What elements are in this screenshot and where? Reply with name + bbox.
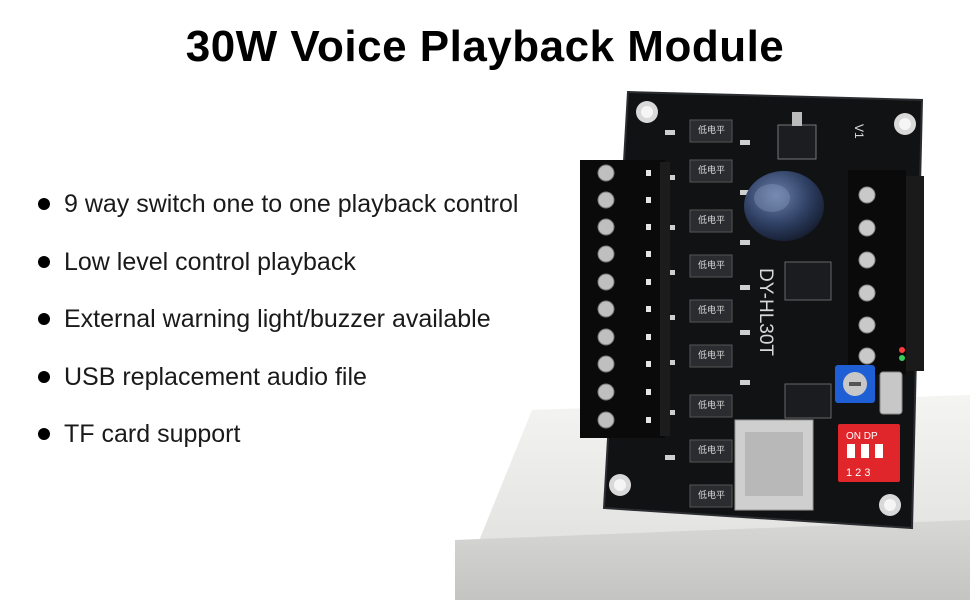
feature-item: Low level control playback — [36, 244, 518, 302]
model-label: DY-HL30T — [755, 268, 776, 356]
chip-label: 低电平 — [698, 214, 725, 226]
chip-label: 低电平 — [698, 304, 725, 316]
bullet-icon — [38, 370, 50, 383]
tf-card-slot — [734, 419, 814, 511]
led-icon — [899, 347, 905, 353]
feature-text: 9 way switch one to one playback control — [64, 190, 519, 218]
capacitor-icon — [744, 171, 824, 241]
feature-text: Low level control playback — [64, 247, 356, 276]
right-terminal-block — [848, 170, 924, 375]
chip-label: 低电平 — [698, 164, 725, 176]
left-terminal-block — [580, 160, 670, 438]
chip-label: 低电平 — [698, 399, 725, 411]
chip-label: 低电平 — [698, 444, 725, 456]
feature-item: 9 way switch one to one playback control — [36, 186, 518, 244]
bullet-icon — [38, 198, 50, 210]
chip-label: 低电平 — [698, 124, 725, 136]
feature-text: External warning light/buzzer available — [64, 305, 491, 333]
usb-port-icon — [879, 371, 903, 415]
feature-item: External warning light/buzzer available — [36, 301, 518, 359]
dip-label: ON DP — [846, 431, 878, 442]
feature-item: USB replacement audio file — [36, 359, 518, 417]
feature-list: 9 way switch one to one playback control… — [36, 186, 518, 474]
bullet-icon — [38, 428, 50, 440]
feature-text: TF card support — [64, 420, 241, 448]
silk-label: V1 — [852, 124, 866, 139]
feature-item: TF card support — [36, 416, 518, 474]
bullet-icon — [38, 313, 50, 325]
mount-hole-icon — [609, 101, 916, 516]
dip-numbers: 1 2 3 — [846, 467, 870, 479]
dip-switch: ON DP 1 2 3 — [838, 424, 900, 482]
chip-label: 低电平 — [698, 349, 725, 361]
page-title: 30W Voice Playback Module — [185, 22, 785, 71]
chip-label: 低电平 — [698, 259, 725, 271]
potentiometer-icon — [835, 365, 875, 403]
led-icon — [899, 355, 905, 361]
chip-label: 低电平 — [698, 489, 725, 501]
feature-text: USB replacement audio file — [64, 362, 367, 391]
bullet-icon — [38, 255, 50, 268]
